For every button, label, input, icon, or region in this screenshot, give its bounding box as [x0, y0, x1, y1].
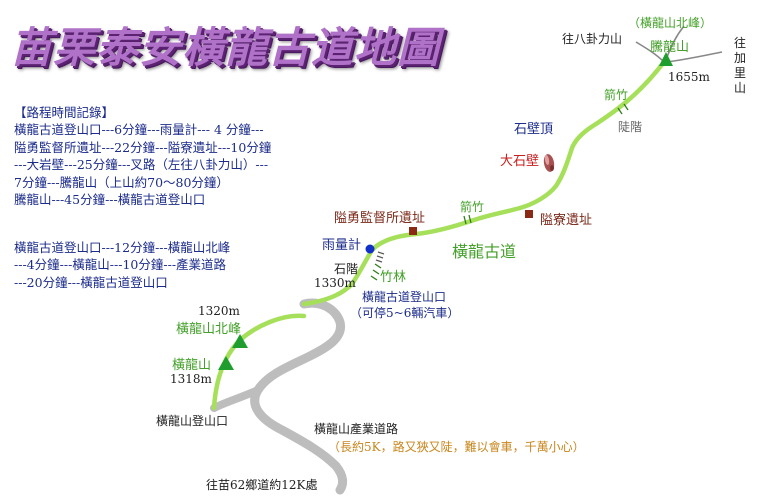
tenglongshan-peak-icon [659, 52, 673, 66]
route-line-a1: 橫龍古道登山口---6分鐘---雨量計--- 4 分鐘--- [14, 122, 264, 138]
label-tenglongshan: 騰龍山 [650, 40, 690, 55]
label-parking: （可停5~6輛汽車） [350, 306, 460, 320]
route-time-record-loop: 橫龍古道登山口---12分鐘---橫龍山北峰 ---4分鐘---橫龍山---10… [14, 239, 230, 291]
hengshan-road-branch-path [210, 386, 262, 412]
side-trail-bagua [635, 41, 665, 63]
route-line-a5: 騰龍山---45分鐘---橫龍古道登山口 [14, 192, 206, 208]
label-elev-1318: 1318m [170, 372, 212, 386]
north-peak-icon [232, 334, 248, 348]
label-elev-1330: 1330m [314, 276, 356, 290]
big-rock-wall-icon [543, 154, 555, 172]
label-road-note: （長約5K，路又狹又陡，難以會車，千萬小心） [328, 440, 585, 454]
label-rock-wall-top: 石壁頂 [514, 122, 554, 137]
route-line-b1: 橫龍古道登山口---12分鐘---橫龍山北峰 [14, 240, 231, 255]
industrial-road-path [250, 298, 348, 495]
label-industrial-road: 橫龍山產業道路 [314, 422, 399, 436]
label-bamboo-forest: 竹林 [380, 270, 407, 285]
hengshan-peak-icon [218, 356, 234, 370]
label-guard-post-site: 隘寮遺址 [540, 213, 593, 228]
stone-steps-marks [375, 251, 385, 263]
label-stone-steps: 石階 [334, 262, 359, 276]
label-elev-1320: 1320m [198, 304, 240, 318]
bamboo-ticks-mid [463, 214, 472, 225]
label-to-bagualishan: 往八卦力山 [562, 32, 623, 46]
label-north-peak-top: （橫龍山北峰） [628, 16, 713, 30]
label-arrow-bamboo-top: 箭竹 [604, 88, 629, 102]
label-to-jialishan: 往加里山 [734, 36, 747, 95]
label-elev-1655: 1655m [668, 70, 710, 84]
label-stone-steps-top: 陡階 [618, 120, 643, 134]
label-trailhead: 橫龍古道登山口 [362, 290, 447, 304]
route-line-a3: ---大岩壁---25分鐘---叉路（左往八卦力山）--- [14, 157, 269, 173]
route-line-a2: 隘勇監督所遺址---22分鐘---隘寮遺址---10分鐘 [14, 139, 272, 155]
label-arrow-bamboo-mid: 箭竹 [460, 200, 485, 214]
label-hengshan: 橫龍山 [172, 358, 212, 373]
trail-to-road-path [301, 281, 355, 307]
route-line-b3: ---20分鐘---橫龍古道登山口 [14, 274, 168, 290]
route-time-record: 【路程時間記錄】 橫龍古道登山口---6分鐘---雨量計--- 4 分鐘--- … [14, 104, 271, 208]
rain-gauge-marker [365, 244, 375, 254]
label-big-rock-wall: 大石壁 [500, 154, 540, 169]
label-hengshan-trailhead: 橫龍山登山口 [156, 414, 229, 428]
guard-post-site-marker [525, 210, 533, 218]
label-rain-gauge: 雨量計 [322, 238, 362, 253]
label-north-peak: 橫龍山北峰 [176, 322, 242, 337]
route-line-b2: ---4分鐘---橫龍山---10分鐘---產業道路 [14, 257, 227, 273]
label-hengshan-trail: 橫龍古道 [452, 242, 517, 261]
label-to-township-road: 往苗62鄉道約12K處 [206, 478, 318, 492]
route-heading: 【路程時間記錄】 [14, 105, 115, 120]
map-title: 苗栗泰安橫龍古道地圖 [10, 23, 441, 72]
label-supervisor-site: 隘勇監督所遺址 [334, 211, 426, 226]
route-line-a4: 7分鐘---騰龍山（上山約70～80分鐘） [14, 174, 229, 190]
hengshan-trail-path [349, 59, 667, 287]
bamboo-ticks-low [370, 263, 382, 281]
supervisor-site-marker [409, 227, 417, 235]
bamboo-ticks-top [617, 103, 629, 115]
